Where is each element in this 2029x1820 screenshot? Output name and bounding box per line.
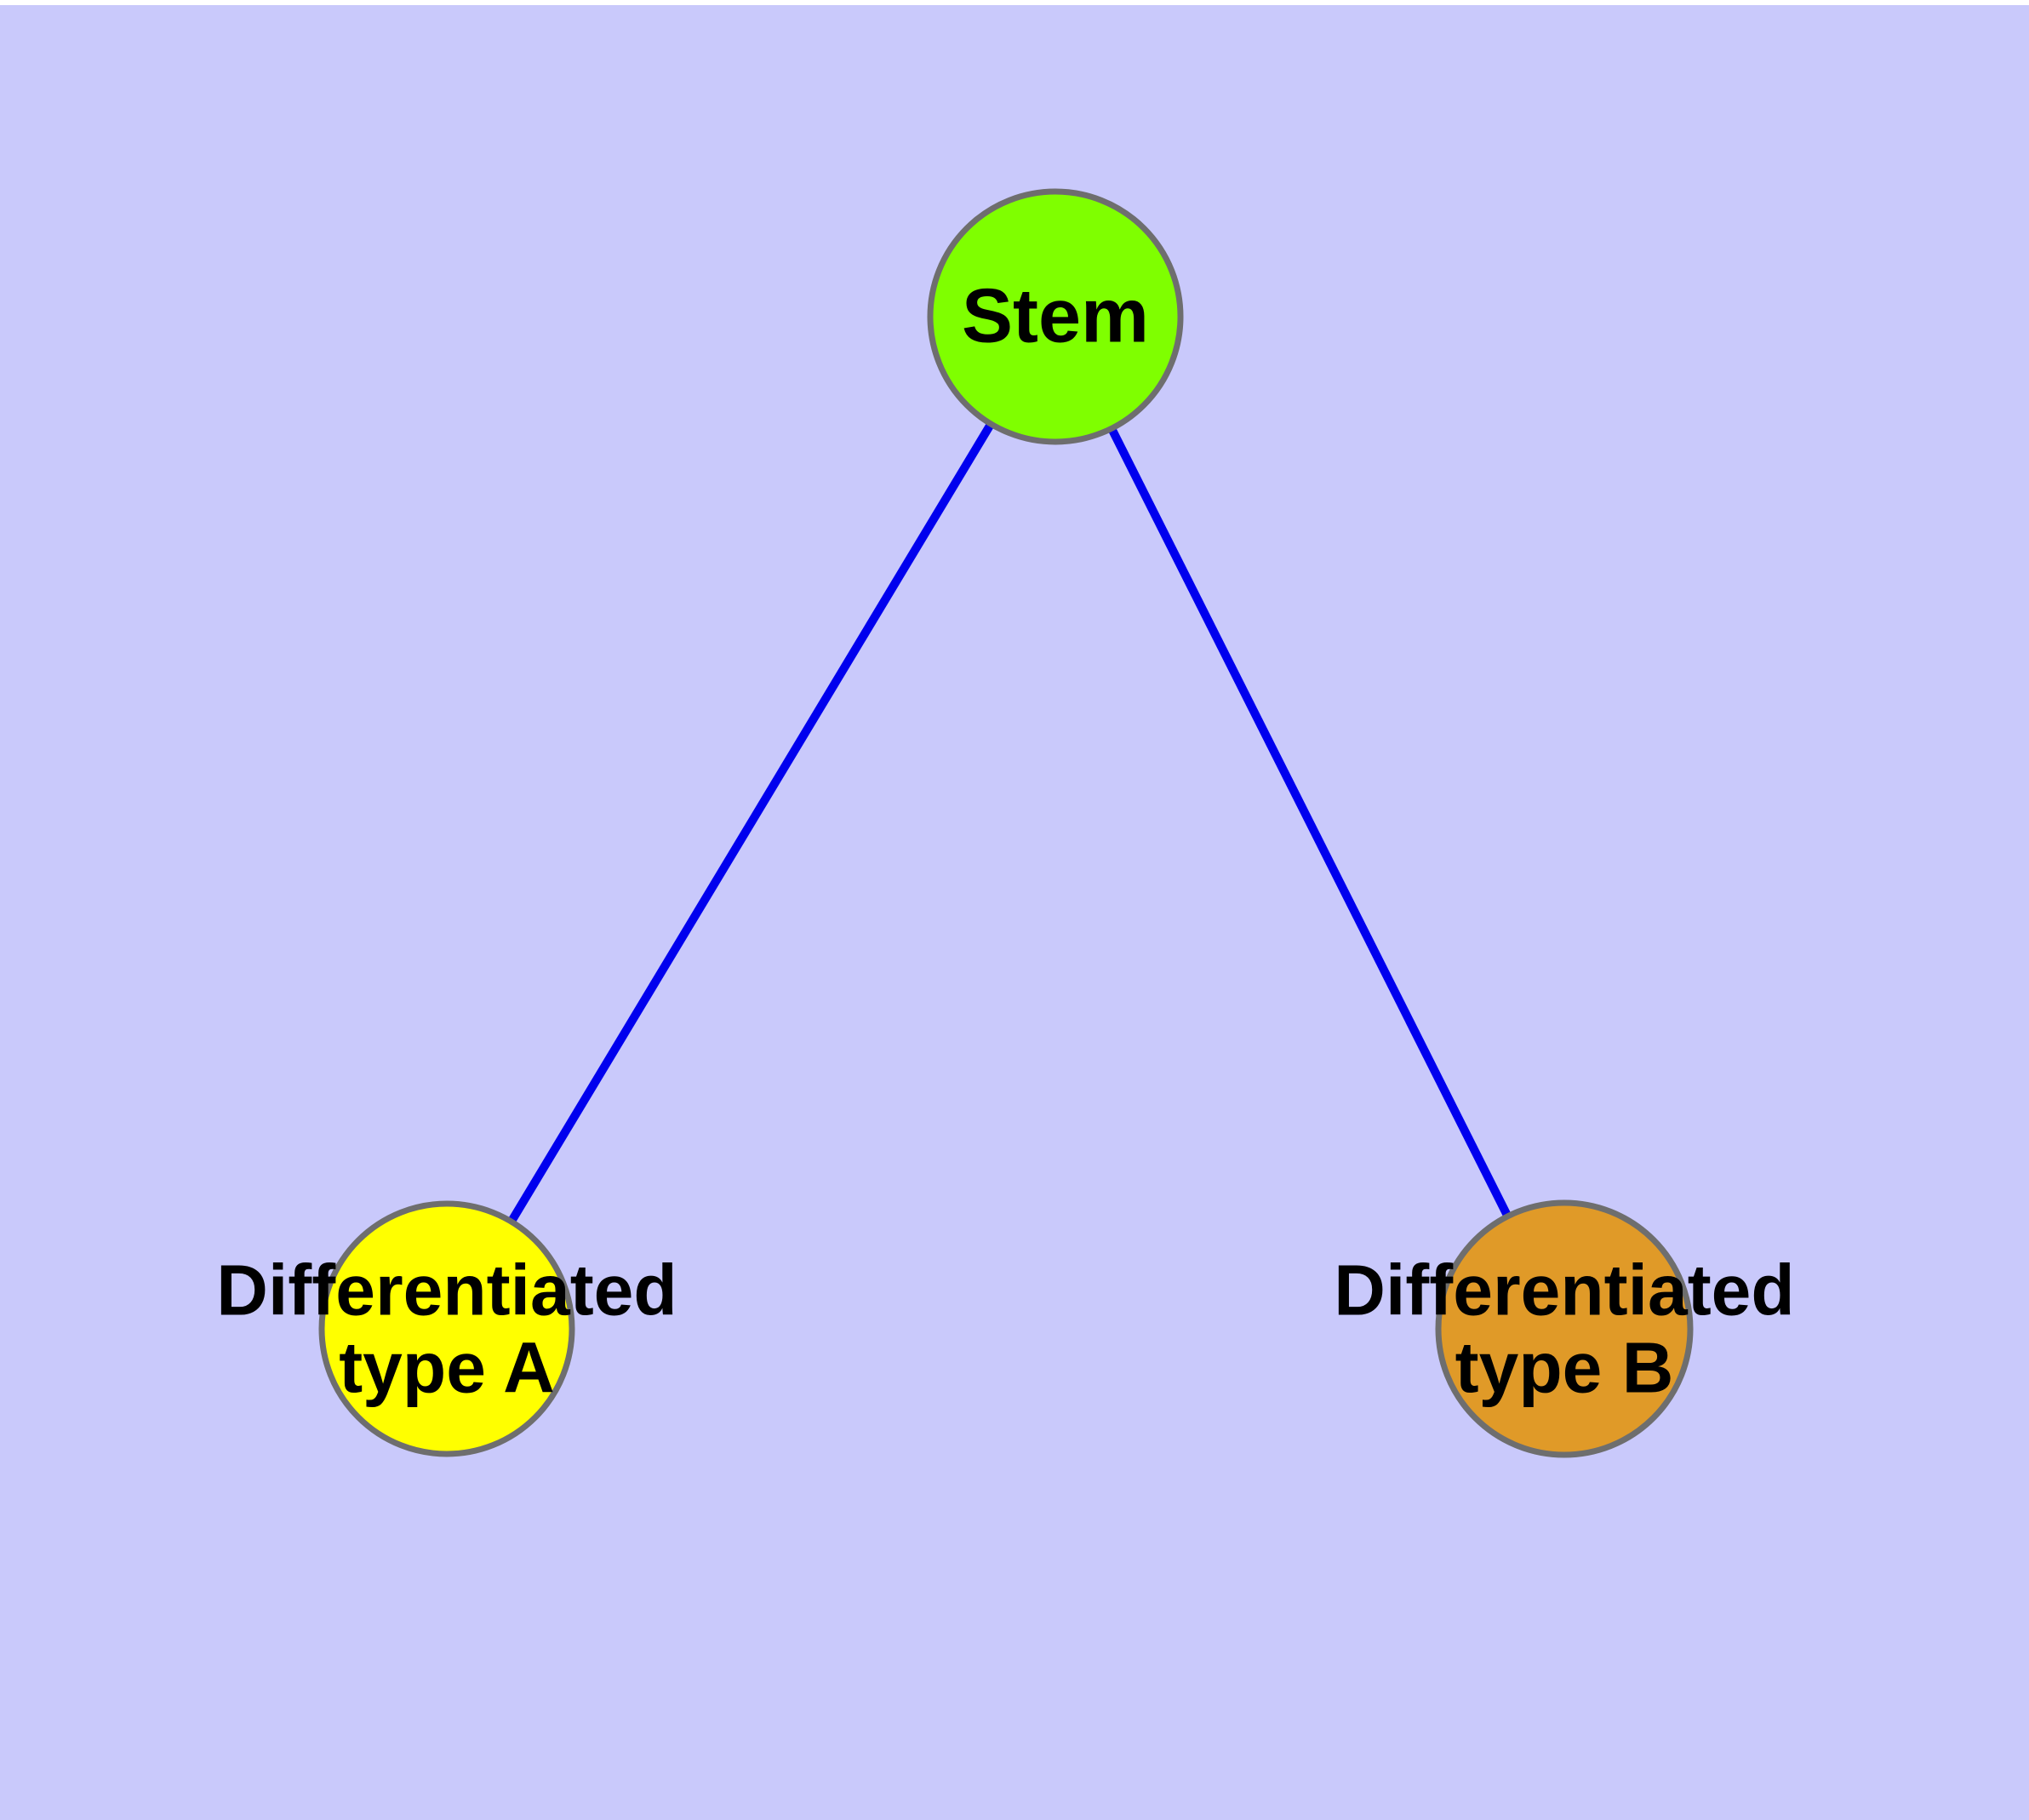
edge-layer bbox=[443, 314, 1569, 1331]
edge-stem-to-diff-b[interactable] bbox=[1051, 314, 1569, 1331]
graph-svg bbox=[318, 188, 1694, 1458]
diagram-plot-area: Stem Differentiated type A Differentiate… bbox=[0, 5, 2029, 1820]
node-differentiated-type-a[interactable] bbox=[318, 1200, 575, 1457]
edge-stem-to-diff-a[interactable] bbox=[443, 314, 1060, 1331]
node-differentiated-type-b[interactable] bbox=[1435, 1199, 1694, 1458]
node-stem[interactable] bbox=[927, 188, 1184, 445]
node-layer bbox=[318, 188, 1694, 1458]
